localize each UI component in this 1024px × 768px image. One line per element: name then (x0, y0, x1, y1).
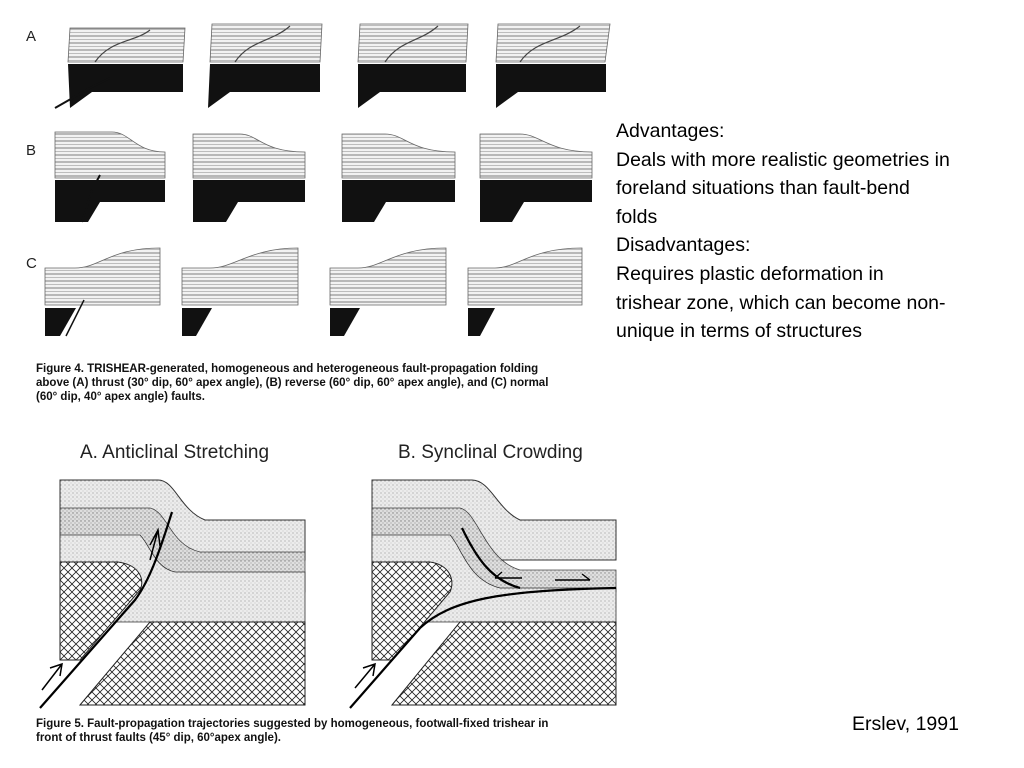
notes-block: Advantages: Deals with more realistic ge… (616, 117, 950, 346)
panel-a1 (54, 27, 186, 109)
row-label-a: A (26, 28, 37, 45)
advantages-line-1: Deals with more realistic geometries in (616, 148, 950, 171)
row-label-b: B (26, 142, 37, 159)
figure-5-panels (39, 479, 617, 709)
panel-c1 (44, 247, 161, 337)
advantages-line-3: folds (616, 205, 658, 228)
panel-b-title: B. Synclinal Crowding (398, 442, 583, 463)
panel-a4 (495, 23, 611, 108)
panel-b-cross-section (349, 479, 617, 709)
panel-b3 (341, 133, 456, 222)
advantages-heading: Advantages: (616, 120, 725, 142)
panel-a2 (208, 23, 323, 108)
disadvantages-line-2: trishear zone, which can become non- (616, 291, 946, 314)
panel-a3 (357, 23, 469, 108)
panel-a-title: A. Anticlinal Stretching (80, 442, 270, 463)
citation-credit: Erslev, 1991 (852, 713, 959, 735)
panel-c3 (329, 247, 447, 336)
panel-c4 (467, 247, 583, 336)
figure-4-caption: Figure 4. TRISHEAR-generated, homogeneou… (36, 363, 549, 403)
figure-4-panels (44, 23, 611, 337)
row-label-c: C (26, 255, 37, 272)
panel-b4 (479, 133, 593, 222)
disadvantages-heading: Disadvantages: (616, 234, 751, 257)
panel-b2 (192, 133, 306, 222)
figure-5-caption: Figure 5. Fault-propagation trajectories… (36, 718, 549, 744)
disadvantages-line-1: Requires plastic deformation in (616, 262, 884, 285)
panel-a-cross-section (39, 479, 306, 709)
disadvantages-line-3: unique in terms of structures (616, 320, 863, 343)
advantages-line-2: foreland situations than fault-bend (616, 177, 910, 200)
panel-b1 (54, 131, 166, 223)
panel-c2 (181, 247, 299, 336)
